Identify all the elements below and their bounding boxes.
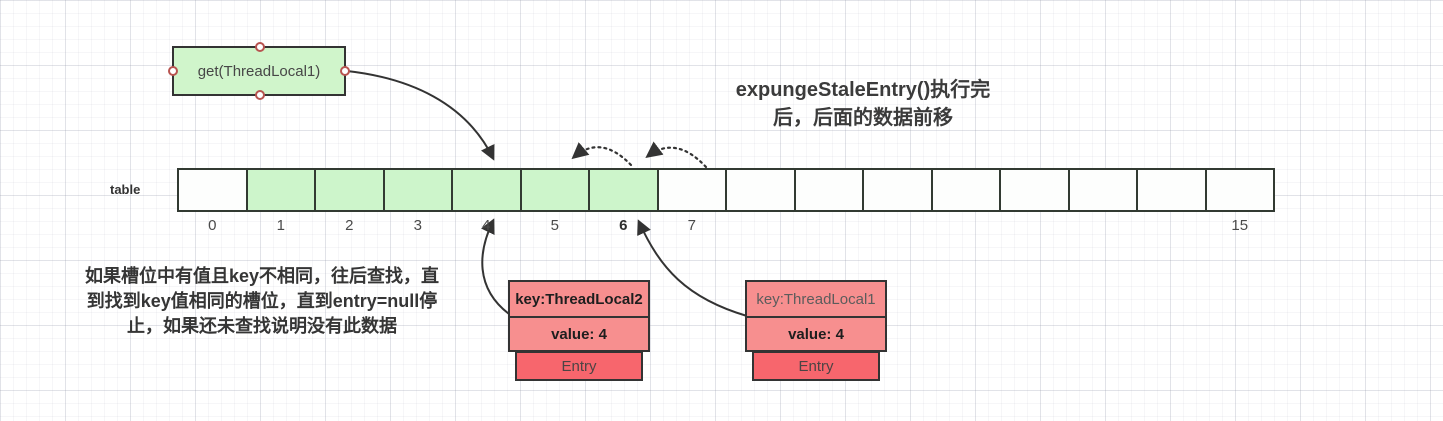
entry1-value-box: value: 4 bbox=[745, 316, 887, 352]
slot-index-label-11 bbox=[931, 217, 1002, 234]
entry2-value-box: value: 4 bbox=[508, 316, 650, 352]
slot-index-label-3: 3 bbox=[413, 217, 422, 234]
slot-index-label-10 bbox=[862, 217, 933, 234]
entry1-entry-label: Entry bbox=[752, 351, 880, 381]
entry-box-threadlocal2[interactable]: key:ThreadLocal2 value: 4 Entry bbox=[508, 280, 650, 381]
slot-index-label-7: 7 bbox=[687, 217, 696, 234]
table-slot-9[interactable] bbox=[793, 168, 864, 212]
slot-index-label-8 bbox=[725, 217, 796, 234]
table-slot-5[interactable] bbox=[519, 168, 590, 212]
slot-index-label-4: 4 bbox=[482, 217, 491, 234]
table-slot-11[interactable] bbox=[930, 168, 1001, 212]
table-slot-0[interactable] bbox=[177, 168, 248, 212]
table-cells-row bbox=[177, 168, 1275, 212]
connection-handle-top[interactable] bbox=[255, 42, 265, 52]
entry2-key-box: key:ThreadLocal2 bbox=[508, 280, 650, 318]
diagram-title: expungeStaleEntry()执行完 后，后面的数据前移 bbox=[735, 79, 991, 129]
get-threadlocal1-box[interactable]: get(ThreadLocal1) bbox=[168, 42, 350, 100]
entry-box-threadlocal1[interactable]: key:ThreadLocal1 value: 4 Entry bbox=[745, 280, 887, 381]
arrow-shift-slot7-to-slot6 bbox=[645, 141, 708, 169]
slot-index-label-5: 5 bbox=[550, 217, 559, 234]
slot-index-label-1: 1 bbox=[276, 217, 285, 234]
slot-index-label-6: 6 bbox=[619, 217, 628, 234]
slot-index-label-13 bbox=[1068, 217, 1139, 234]
arrow-entry1-to-slot6 bbox=[637, 219, 748, 317]
table-slot-2[interactable] bbox=[314, 168, 385, 212]
table-slot-13[interactable] bbox=[1067, 168, 1138, 212]
note-text: 如果槽位中有值且key不相同，往后查找，直 到找到key值相同的槽位，直到ent… bbox=[84, 266, 440, 336]
table-slot-6[interactable] bbox=[588, 168, 659, 212]
table-slot-1[interactable] bbox=[245, 168, 316, 212]
slot-index-label-15: 15 bbox=[1231, 217, 1249, 234]
entry2-entry-label: Entry bbox=[515, 351, 643, 381]
connection-handle-left[interactable] bbox=[168, 66, 178, 76]
slot-index-label-2: 2 bbox=[345, 217, 354, 234]
table-slot-10[interactable] bbox=[862, 168, 933, 212]
table-slot-8[interactable] bbox=[725, 168, 796, 212]
slot-index-label-9 bbox=[794, 217, 865, 234]
table-slot-12[interactable] bbox=[999, 168, 1070, 212]
table-slot-14[interactable] bbox=[1136, 168, 1207, 212]
connection-handle-right[interactable] bbox=[340, 66, 350, 76]
table-index-row: 0 1 2 3 4 5 6 7 15 bbox=[177, 217, 1275, 234]
table-slot-3[interactable] bbox=[382, 168, 453, 212]
slot-index-label-14 bbox=[1136, 217, 1207, 234]
get-box-label: get(ThreadLocal1) bbox=[197, 62, 321, 80]
connection-handle-bottom[interactable] bbox=[255, 90, 265, 100]
table-label: table bbox=[110, 182, 141, 197]
table-slot-15[interactable] bbox=[1204, 168, 1275, 212]
table-slot-7[interactable] bbox=[656, 168, 727, 212]
entry1-key-box: key:ThreadLocal1 bbox=[745, 280, 887, 318]
arrow-shift-slot6-to-slot5 bbox=[571, 142, 633, 167]
table-slot-4[interactable] bbox=[451, 168, 522, 212]
slot-index-label-0: 0 bbox=[208, 217, 217, 234]
arrow-get-to-slot4 bbox=[346, 70, 495, 161]
slot-index-label-12 bbox=[999, 217, 1070, 234]
